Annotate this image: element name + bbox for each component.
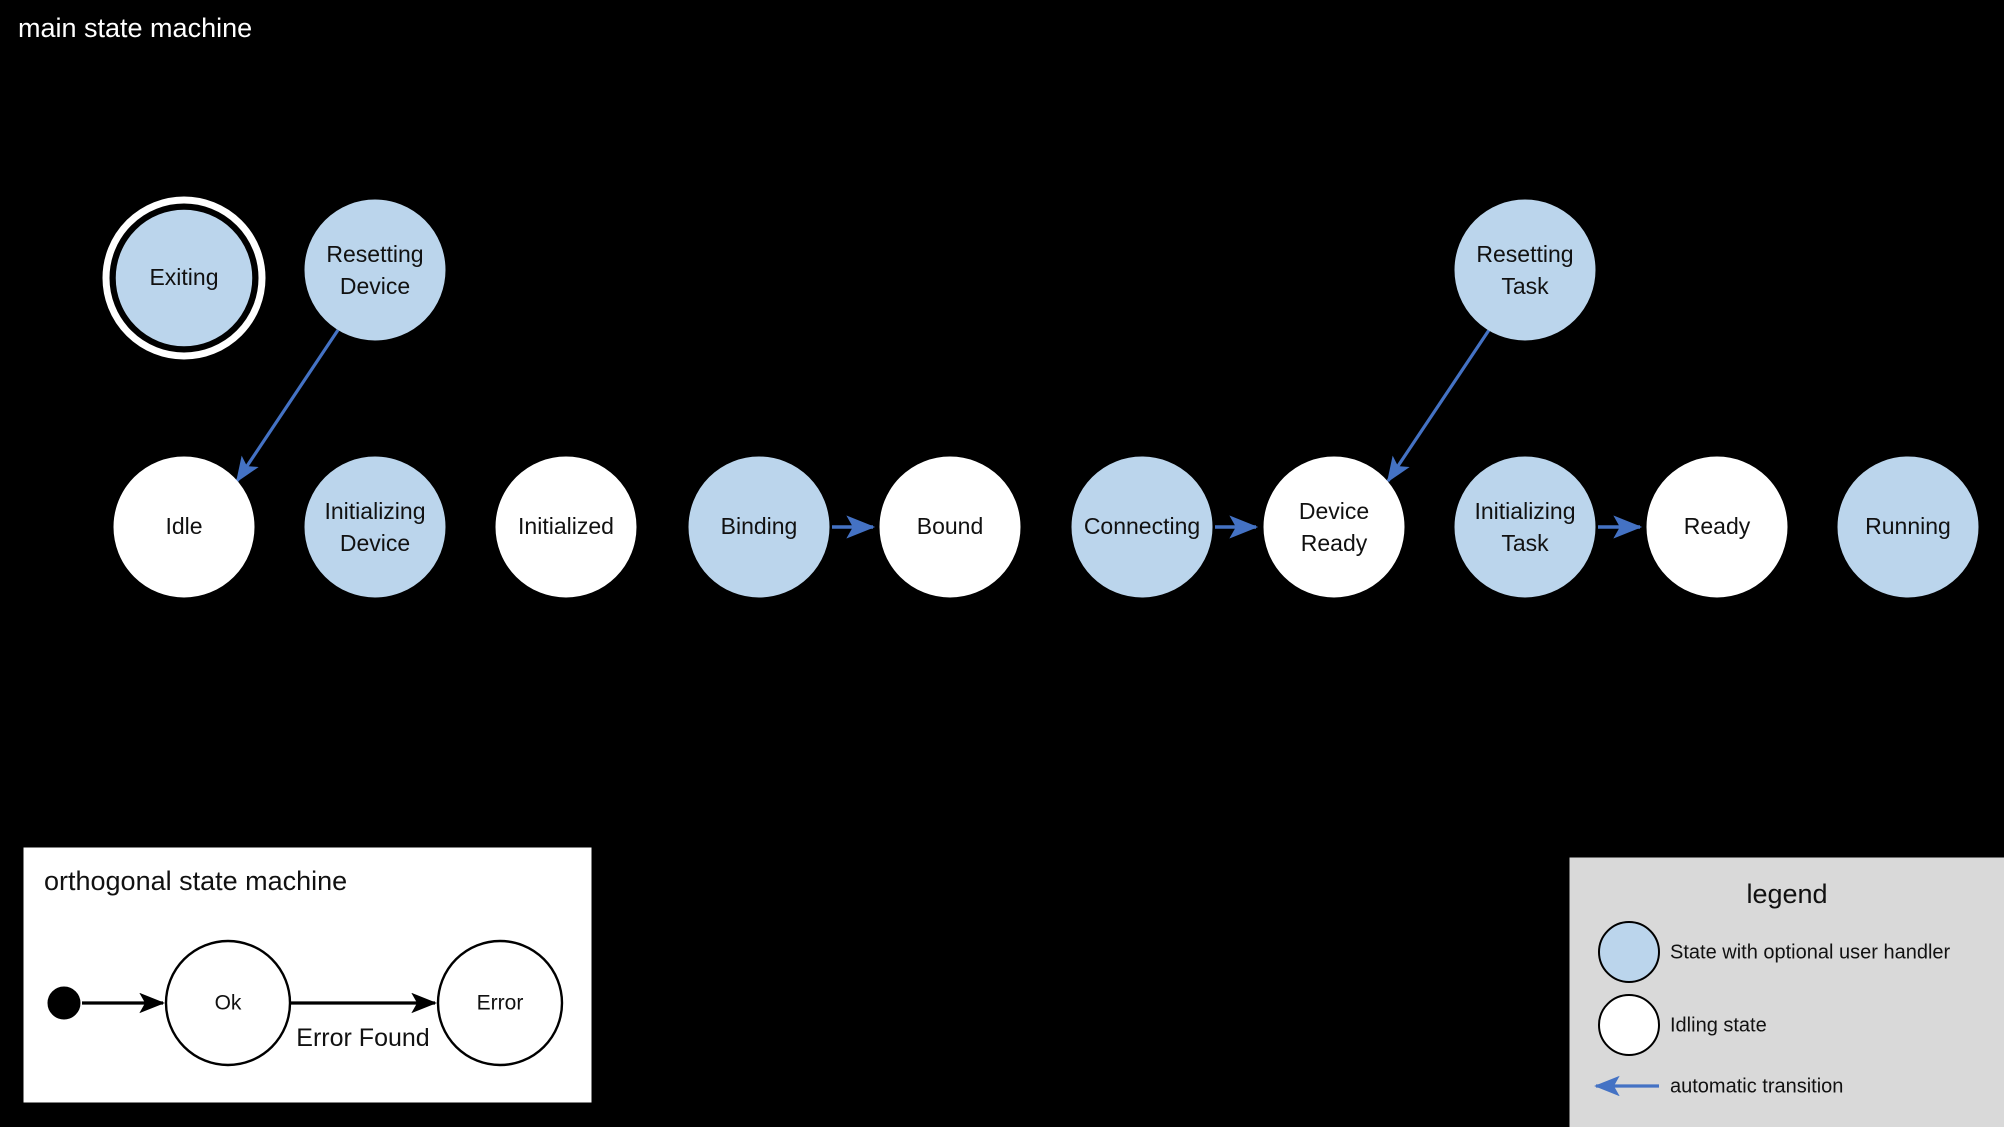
- state-node-resetting-device[interactable]: Resetting Device: [304, 199, 446, 341]
- idle-state-circle: [113, 456, 255, 598]
- initializing-task-label-line2: Task: [1501, 530, 1549, 556]
- exiting-final-inner-ring: [112, 206, 256, 350]
- orthogonal-state-error-label: Error: [477, 992, 524, 1015]
- state-node-binding[interactable]: Binding: [688, 456, 830, 598]
- state-node-resetting-task[interactable]: Resetting Task: [1454, 199, 1596, 341]
- device-ready-label-line1: Device: [1299, 498, 1369, 524]
- orthogonal-state-machine-panel: orthogonal state machine Ok Error Found …: [20, 844, 595, 1106]
- exiting-state-circle: [114, 208, 254, 348]
- device-ready-label-line2: Ready: [1301, 530, 1368, 556]
- resetting-device-label-line1: Resetting: [326, 241, 423, 267]
- orthogonal-transition-ok-to-error-label: Error Found: [296, 1024, 429, 1052]
- initializing-device-state-circle: [304, 456, 446, 598]
- idle-label: Idle: [165, 513, 202, 539]
- resetting-task-label-line1: Resetting: [1476, 241, 1573, 267]
- device-ready-state-circle: [1263, 456, 1405, 598]
- connecting-state-circle: [1071, 456, 1213, 598]
- exiting-label: Exiting: [149, 264, 218, 290]
- legend-item-idling-state: Idling state: [1598, 994, 1767, 1056]
- initializing-device-label-line1: Initializing: [325, 498, 426, 524]
- resetting-task-label-line2: Task: [1501, 273, 1549, 299]
- orthogonal-state-ok-label: Ok: [215, 992, 242, 1015]
- state-node-connecting[interactable]: Connecting: [1071, 456, 1213, 598]
- state-node-idle[interactable]: Idle: [113, 456, 255, 598]
- legend-item-automatic-transition-label: automatic transition: [1670, 1075, 1843, 1097]
- state-node-device-ready[interactable]: Device Ready: [1263, 456, 1405, 598]
- state-node-bound[interactable]: Bound: [879, 456, 1021, 598]
- initialized-label: Initialized: [518, 513, 614, 539]
- legend-item-automatic-transition: automatic transition: [1594, 1075, 1843, 1097]
- binding-state-circle: [688, 456, 830, 598]
- state-node-initializing-task[interactable]: Initializing Task: [1454, 456, 1596, 598]
- running-label: Running: [1865, 513, 1951, 539]
- resetting-device-state-circle: [304, 199, 446, 341]
- initializing-task-state-circle: [1454, 456, 1596, 598]
- legend-background: [1569, 857, 2004, 1127]
- page-title: main state machine: [18, 13, 253, 43]
- main-transitions: [235, 329, 1643, 539]
- state-node-initializing-device[interactable]: Initializing Device: [304, 456, 446, 598]
- initializing-device-label-line2: Device: [340, 530, 410, 556]
- legend-title: legend: [1746, 879, 1827, 909]
- ready-state-circle: [1646, 456, 1788, 598]
- resetting-task-state-circle: [1454, 199, 1596, 341]
- orthogonal-panel-title: orthogonal state machine: [44, 866, 347, 896]
- legend-item-handler-state-label: State with optional user handler: [1670, 941, 1951, 963]
- state-node-ready[interactable]: Ready: [1646, 456, 1788, 598]
- bound-label: Bound: [917, 513, 984, 539]
- bound-state-circle: [879, 456, 1021, 598]
- connecting-label: Connecting: [1084, 513, 1200, 539]
- transition-resetting-task-to-device-ready: [1386, 329, 1491, 483]
- ready-label: Ready: [1684, 513, 1751, 539]
- transition-resetting-device-to-idle: [235, 329, 340, 483]
- state-node-initialized[interactable]: Initialized: [495, 456, 637, 598]
- exiting-final-outer-ring: [102, 196, 266, 360]
- initializing-task-label-line1: Initializing: [1475, 498, 1576, 524]
- handler-state-swatch-icon: [1598, 921, 1660, 983]
- running-state-circle: [1837, 456, 1979, 598]
- binding-label: Binding: [721, 513, 798, 539]
- state-node-exiting[interactable]: Exiting: [102, 196, 266, 360]
- initialized-state-circle: [495, 456, 637, 598]
- state-node-running[interactable]: Running: [1837, 456, 1979, 598]
- orthogonal-state-error[interactable]: [436, 939, 564, 1067]
- idling-state-swatch-icon: [1598, 994, 1660, 1056]
- orthogonal-initial-node[interactable]: [47, 986, 81, 1020]
- legend-item-idling-state-label: Idling state: [1670, 1014, 1767, 1036]
- resetting-device-label-line2: Device: [340, 273, 410, 299]
- legend-panel: legend State with optional user handler …: [1569, 857, 2004, 1127]
- legend-item-handler-state: State with optional user handler: [1598, 921, 1951, 983]
- orthogonal-state-ok[interactable]: [164, 939, 292, 1067]
